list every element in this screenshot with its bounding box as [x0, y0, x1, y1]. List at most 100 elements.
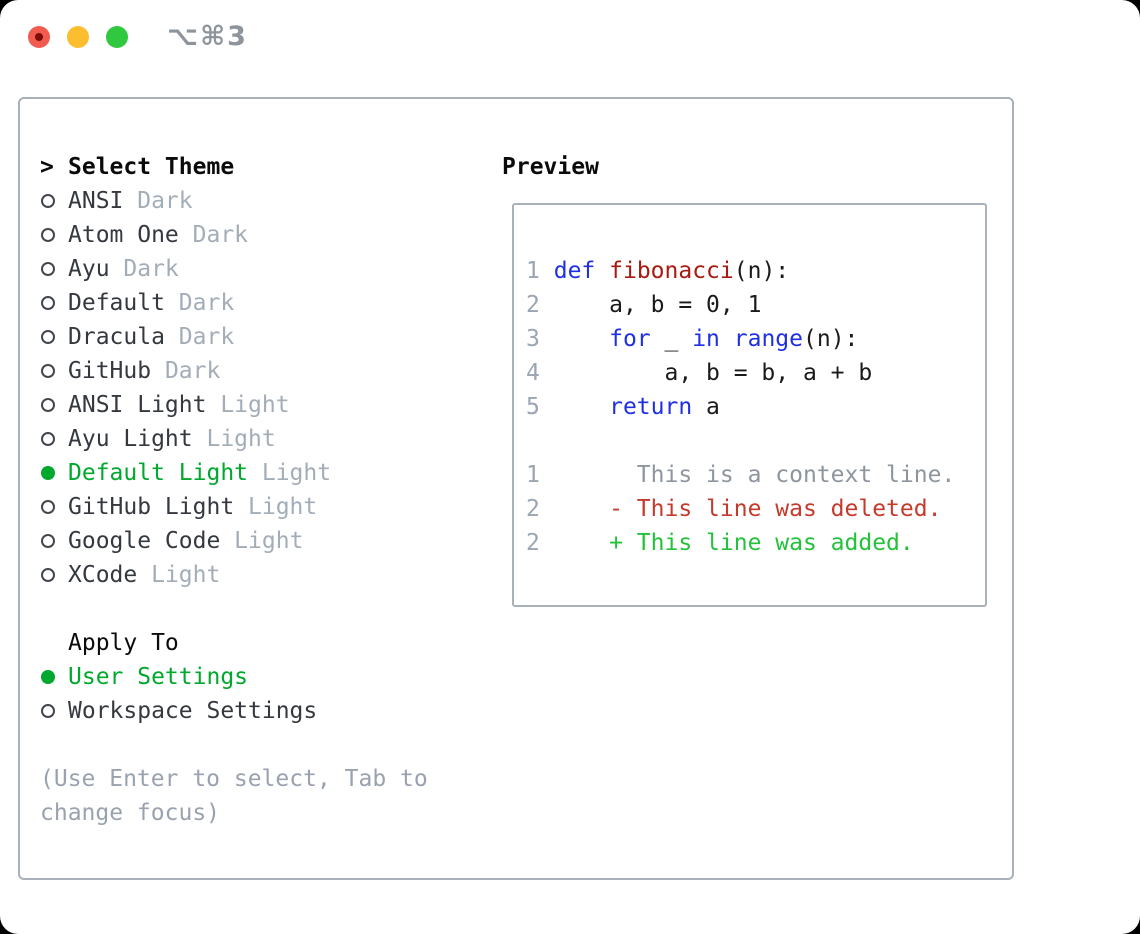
select-theme-header: Select Theme — [68, 154, 235, 180]
theme-variant: Light — [220, 528, 304, 554]
theme-variant: Dark — [164, 290, 235, 316]
theme-list-item[interactable]: Default Light Light — [40, 456, 331, 490]
preview-box: 1 def fibonacci(n): 2 a, b = 0, 1 3 for … — [512, 203, 987, 607]
theme-list-item[interactable]: Ayu Light Light — [40, 422, 331, 456]
code-preview: 1 def fibonacci(n): 2 a, b = 0, 1 3 for … — [526, 254, 985, 560]
code-line-content: for _ in range(n): — [540, 322, 859, 356]
theme-variant: Light — [248, 460, 332, 486]
theme-variant: Dark — [178, 222, 249, 248]
theme-variant: Light — [137, 562, 221, 588]
help-text: (Use Enter to select, Tab to change focu… — [40, 762, 428, 830]
theme-list-item[interactable]: Atom One Dark — [40, 218, 331, 252]
theme-name: GitHub Light — [68, 494, 235, 520]
theme-list-item[interactable]: Ayu Dark — [40, 252, 331, 286]
radio-circle-icon — [40, 694, 68, 728]
preview-header: Preview — [502, 154, 599, 180]
code-line: 5 return a — [526, 390, 985, 424]
code-line-content: def fibonacci(n): — [540, 254, 789, 288]
code-token — [595, 258, 609, 284]
apply-to-section: Apply To User Settings Workspace Setting… — [40, 626, 317, 728]
theme-variant: Dark — [109, 256, 179, 282]
maximize-button[interactable] — [106, 26, 128, 48]
code-line: 2 a, b = 0, 1 — [526, 288, 985, 322]
code-line: 1 This is a context line. — [526, 458, 985, 492]
code-token: (n): — [733, 258, 790, 284]
apply-to-header-row: Apply To — [40, 626, 317, 660]
code-token: fibonacci — [609, 258, 734, 284]
code-token: a, b = 0, 1 — [539, 292, 762, 318]
line-number: 1 — [526, 258, 540, 284]
theme-name: Dracula — [68, 324, 165, 350]
apply-to-options: User Settings Workspace Settings — [40, 660, 317, 728]
theme-name: ANSI — [68, 188, 124, 214]
code-line: 2 - This line was deleted. — [526, 492, 985, 526]
close-button[interactable] — [28, 26, 50, 48]
code-token: in — [692, 326, 720, 352]
radio-circle-icon — [40, 490, 68, 524]
radio-circle-icon — [40, 320, 68, 354]
code-token: (n): — [803, 326, 859, 352]
theme-name: Ayu — [68, 256, 110, 282]
code-token: + This line was added. — [539, 530, 914, 556]
apply-to-option[interactable]: User Settings — [40, 660, 317, 694]
theme-name: GitHub — [68, 358, 152, 384]
theme-list-item[interactable]: Dracula Dark — [40, 320, 331, 354]
apply-to-option-label: User Settings — [68, 664, 249, 690]
focus-caret: > — [40, 154, 54, 180]
code-token — [540, 394, 609, 420]
radio-circle-icon — [40, 524, 68, 558]
radio-circle-icon — [40, 218, 68, 252]
apply-to-option[interactable]: Workspace Settings — [40, 694, 317, 728]
code-token: - This line was deleted. — [539, 496, 942, 522]
code-token: a, b = b, a + b — [539, 360, 873, 386]
help-text-line-1: (Use Enter to select, Tab to — [40, 766, 428, 792]
radio-circle-icon — [40, 354, 68, 388]
theme-list-item[interactable]: Google Code Light — [40, 524, 331, 558]
theme-list-item[interactable]: GitHub Light Light — [40, 490, 331, 524]
theme-name: Default Light — [68, 460, 249, 486]
code-token: def — [553, 258, 596, 284]
code-line-content: return a — [540, 390, 720, 424]
code-line: 4 a, b = b, a + b — [526, 356, 985, 390]
radio-circle-icon — [40, 252, 68, 286]
theme-variant: Dark — [151, 358, 221, 384]
line-number: 1 — [526, 462, 540, 488]
line-number: 3 — [526, 326, 540, 352]
theme-name: Default — [68, 290, 165, 316]
theme-list-item[interactable]: GitHub Dark — [40, 354, 331, 388]
window-shortcut-label: ⌥⌘3 — [167, 21, 248, 52]
code-token — [720, 326, 734, 352]
theme-name: Google Code — [68, 528, 221, 554]
code-line: 1 def fibonacci(n): — [526, 254, 985, 288]
theme-name: ANSI Light — [68, 392, 207, 418]
theme-variant: Dark — [164, 324, 235, 350]
theme-list-item[interactable]: XCode Light — [40, 558, 331, 592]
apply-to-header: Apply To — [68, 630, 179, 656]
code-line: 3 for _ in range(n): — [526, 322, 985, 356]
theme-list-item[interactable]: ANSI Dark — [40, 184, 331, 218]
theme-name: Atom One — [68, 222, 179, 248]
theme-variant: Light — [206, 392, 290, 418]
unsaved-indicator-dot — [35, 33, 43, 41]
theme-name: XCode — [68, 562, 138, 588]
code-token: _ — [650, 326, 693, 352]
radio-circle-icon — [40, 184, 68, 218]
code-line-content: This is a context line. — [539, 458, 956, 492]
code-line-content: a, b = b, a + b — [540, 356, 872, 390]
code-token: a — [692, 394, 720, 420]
code-line — [526, 424, 985, 458]
theme-variant: Light — [192, 426, 276, 452]
radio-circle-icon — [40, 422, 68, 456]
spacer — [40, 626, 68, 660]
theme-variant: Dark — [123, 188, 193, 214]
code-token: for — [609, 326, 651, 352]
minimize-button[interactable] — [67, 26, 89, 48]
theme-item-list: ANSI Dark Atom One Dark Ayu Dark Default… — [40, 184, 331, 592]
theme-variant: Light — [234, 494, 318, 520]
code-token: This is a context line. — [539, 462, 956, 488]
theme-list-item[interactable]: ANSI Light Light — [40, 388, 331, 422]
theme-list-item[interactable]: Default Dark — [40, 286, 331, 320]
line-number: 2 — [526, 496, 540, 522]
